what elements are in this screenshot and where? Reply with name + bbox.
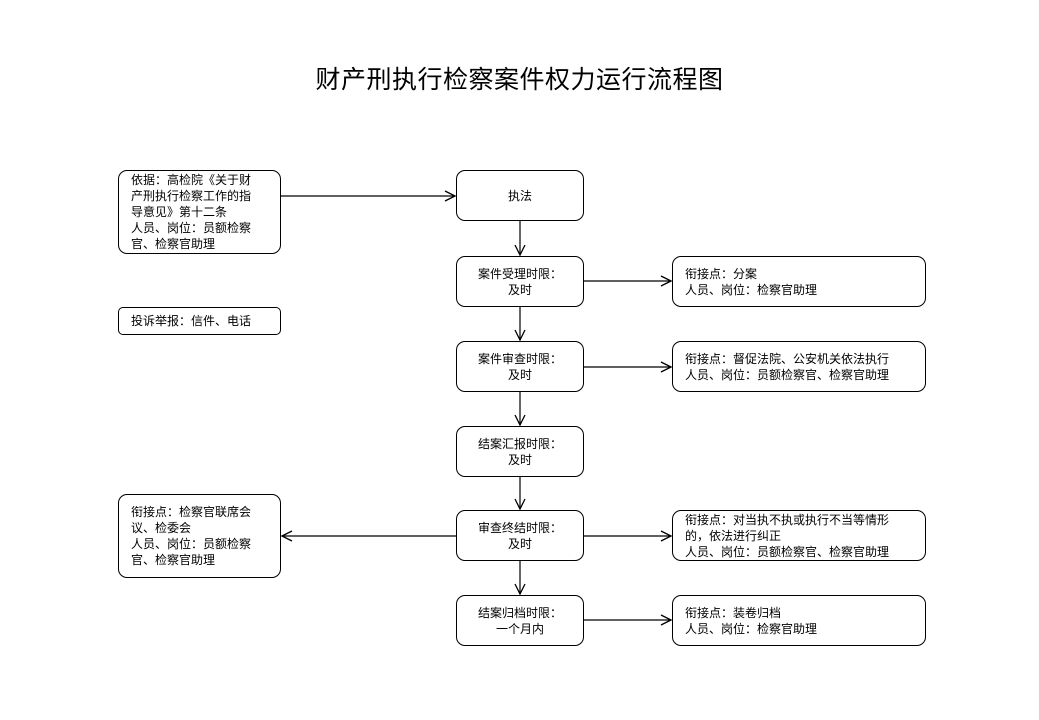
- complaint-box: 投诉举报：信件、电话: [118, 307, 281, 335]
- basis-line: 依据：高检院《关于财: [131, 173, 252, 187]
- note-line: 人员、岗位：员额检察官、检察官助理: [685, 544, 890, 559]
- flow-node-label: 及时: [507, 536, 532, 551]
- flow-node-label: 案件审查时限：: [477, 351, 562, 366]
- flow-node-label: 及时: [507, 367, 532, 382]
- note-line: 衔接点：督促法院、公安机关依法执行: [685, 351, 890, 366]
- note-line: 人员、岗位：检察官助理: [685, 621, 818, 636]
- page-title: 财产刑执行检察案件权力运行流程图: [315, 65, 724, 94]
- note-correction: 衔接点：对当执不执或执行不当等情形 的，依法进行纠正 人员、岗位：员额检察官、检…: [672, 510, 926, 561]
- note-archive: 衔接点：装卷归档 人员、岗位：检察官助理: [672, 595, 926, 646]
- note-line: 人员、岗位：检察官助理: [685, 282, 818, 297]
- note-joint-meeting: 衔接点：检察官联席会 议、检委会 人员、岗位：员额检察 官、检察官助理: [118, 494, 281, 578]
- note-line: 人员、岗位：员额检察: [131, 537, 252, 551]
- flow-node-label: 及时: [507, 282, 532, 297]
- flow-node-label: 一个月内: [495, 621, 544, 636]
- note-line: 官、检察官助理: [131, 553, 216, 567]
- note-line: 衔接点：装卷归档: [685, 605, 782, 620]
- note-line: 人员、岗位：员额检察官、检察官助理: [685, 367, 890, 382]
- flow-node-acceptance: 案件受理时限： 及时: [456, 256, 584, 307]
- basis-line: 产刑执行检察工作的指: [131, 189, 252, 203]
- note-supervise-execution: 衔接点：督促法院、公安机关依法执行 人员、岗位：员额检察官、检察官助理: [672, 341, 926, 392]
- basis-line: 官、检察官助理: [131, 237, 216, 251]
- note-line: 衔接点：分案: [685, 266, 758, 281]
- basis-line: 人员、岗位：员额检察: [131, 221, 252, 235]
- flow-node-enforce: 执法: [456, 170, 584, 221]
- flow-node-label: 案件受理时限：: [477, 266, 562, 281]
- basis-line: 导意见》第十二条: [131, 205, 228, 219]
- flow-node-archive: 结案归档时限： 一个月内: [456, 595, 584, 646]
- note-line: 的，依法进行纠正: [685, 528, 782, 543]
- basis-box: 依据：高检院《关于财 产刑执行检察工作的指 导意见》第十二条 人员、岗位：员额检…: [118, 170, 281, 254]
- note-line: 议、检委会: [131, 521, 192, 535]
- flow-node-conclusion: 审查终结时限： 及时: [456, 510, 584, 561]
- note-case-assignment: 衔接点：分案 人员、岗位：检察官助理: [672, 256, 926, 307]
- flow-node-label: 结案汇报时限：: [477, 436, 562, 451]
- note-line: 衔接点：检察官联席会: [131, 505, 252, 519]
- note-line: 衔接点：对当执不执或执行不当等情形: [685, 512, 890, 527]
- flow-node-label: 结案归档时限：: [477, 605, 562, 620]
- flow-node-label: 审查终结时限：: [477, 520, 562, 535]
- flow-node-label: 及时: [507, 452, 532, 467]
- flow-node-report: 结案汇报时限： 及时: [456, 426, 584, 477]
- flow-node-review: 案件审查时限： 及时: [456, 341, 584, 392]
- complaint-text: 投诉举报：信件、电话: [131, 314, 252, 328]
- flow-node-label: 执法: [507, 188, 532, 203]
